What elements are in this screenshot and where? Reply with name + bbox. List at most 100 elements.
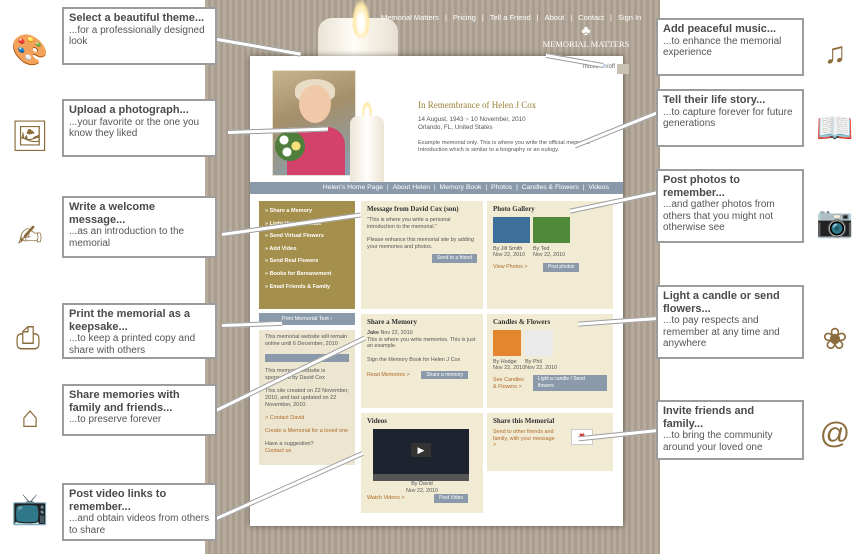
post-video-button[interactable]: Post Video <box>434 494 469 504</box>
callout-heading: Post video links to remember... <box>69 488 167 513</box>
memorial-dates: 14 August, 1943 ~ 10 November, 2010 Orla… <box>418 116 618 132</box>
nav-tell-a-friend[interactable]: Tell a Friend <box>489 13 531 22</box>
candle-flower-icon: ❀ <box>822 322 848 356</box>
sidebar-item-add-video[interactable]: » Add Video <box>265 245 297 252</box>
menu-memory-book[interactable]: Memory Book <box>439 184 482 191</box>
callout-subtext: ...and gather photos from others that yo… <box>663 199 775 233</box>
menu-sep: | <box>433 184 436 191</box>
sidebar-item-real-flowers[interactable]: » Send Real Flowers <box>265 258 319 265</box>
nav-about[interactable]: About <box>544 13 565 22</box>
callout-share: Share memories with family and friends..… <box>62 384 217 436</box>
header-candle <box>350 116 384 184</box>
memorial-location: Orlando, FL, United States <box>418 124 493 131</box>
watch-videos-link[interactable]: Watch Videos > <box>367 495 405 502</box>
message-enhance: Please enhance this memorial site by add… <box>367 237 474 250</box>
callout-invite: Invite friends and family... ...to bring… <box>656 400 804 460</box>
callout-heading: Light a candle or send flowers... <box>663 290 780 315</box>
menu-candles-flowers[interactable]: Candles & Flowers <box>521 184 579 191</box>
callout-heading: Invite friends and family... <box>663 405 755 430</box>
callout-subtext: ...and obtain videos from others to shar… <box>69 513 210 536</box>
create-memorial-link[interactable]: Create a Memorial for a loved one <box>265 428 349 434</box>
sidebar-item-virtual-flowers[interactable]: » Send Virtual Flowers <box>265 233 324 240</box>
music-off[interactable]: off <box>608 64 615 70</box>
memory-sign: Sign the Memory Book for Helen J Cox <box>367 356 461 363</box>
menu-home[interactable]: Helen's Home Page <box>322 184 384 191</box>
callout-candle: Light a candle or send flowers... ...to … <box>656 285 804 359</box>
menu-sep: | <box>485 184 488 191</box>
contact-us-link[interactable]: Contact us <box>265 448 292 454</box>
gallery-thumb-trees <box>533 216 570 243</box>
nav-sep: | <box>444 13 447 22</box>
message-box: Message from David Cox (son) "This is wh… <box>361 201 483 309</box>
extend-button[interactable] <box>265 354 349 362</box>
read-memories-link[interactable]: Read Memories > <box>367 371 410 378</box>
callout-video: Post video links to remember... ...and o… <box>62 483 217 541</box>
video-controls[interactable] <box>373 473 469 481</box>
light-candle-button[interactable]: Light a candle / Send flowers <box>532 375 607 391</box>
message-title: Message from David Cox (son) <box>367 205 459 213</box>
candles-title: Candles & Flowers <box>493 318 551 326</box>
callout-heading: Write a welcome message... <box>69 201 155 226</box>
nav-sep: | <box>481 13 484 22</box>
letter-quill-icon: ✍ <box>17 219 43 253</box>
candle-date: Nov 22, 2010 <box>493 365 526 372</box>
print-memorial-label: Print Memorial Text <box>281 316 329 322</box>
contact-david-link[interactable]: > Contact David <box>265 415 305 421</box>
candle-by: By Hodge <box>493 358 517 365</box>
music-on[interactable]: on <box>600 64 607 70</box>
memorial-matters-logo[interactable]: ♣ MEMORIAL MATTERS <box>536 25 636 51</box>
nav-memorial-matters[interactable]: Memorial Matters <box>381 13 439 22</box>
music-speaker-icon[interactable] <box>617 64 629 74</box>
share-memory-button[interactable]: Share a memory <box>421 370 469 380</box>
send-to-friends-link[interactable]: Send to other friends and family, with y… <box>493 428 555 449</box>
portrait-flowers <box>275 131 305 161</box>
play-icon[interactable]: ▶ <box>411 442 431 457</box>
video-by: By David <box>411 480 433 487</box>
gallery-thumb-city <box>493 216 530 243</box>
callout-photo: Upload a photograph... ...your favorite … <box>62 99 217 157</box>
sidebar-item-books[interactable]: » Books for Bereavement <box>265 270 332 277</box>
menu-videos[interactable]: Videos <box>588 184 609 191</box>
view-photos-link[interactable]: View Photos > <box>493 264 528 271</box>
nav-contact[interactable]: Contact <box>578 13 605 22</box>
nav-pricing[interactable]: Pricing <box>452 13 476 22</box>
callout-photos: Post photos to remember... ...and gather… <box>656 169 804 243</box>
gallery-photo-date: Nov 22, 2010 <box>533 252 566 259</box>
see-candles-link[interactable]: See Candles & Flowers > <box>493 377 524 390</box>
menu-sep: | <box>386 184 389 191</box>
sidebar-item-email[interactable]: » Email Friends & Family <box>265 283 331 290</box>
gallery-photo-by: By Jill Smith <box>493 245 523 252</box>
palette-icon: 🎨 <box>11 33 49 67</box>
send-to-friend-button[interactable]: Send to a friend <box>431 253 477 263</box>
sidebar-item-share-memory[interactable]: » Share a Memory <box>265 208 313 214</box>
flower-by: By Phil <box>525 358 542 365</box>
print-memorial-button[interactable]: Print Memorial Text › <box>259 313 355 325</box>
video-date: Nov 22, 2010 <box>405 487 439 494</box>
memorial-page: music on/off In Remembrance of Helen J C… <box>250 56 629 526</box>
menu-about[interactable]: About Helen <box>392 184 430 191</box>
memorial-portrait <box>272 70 356 176</box>
memorial-info-panel: This memorial website will remain online… <box>259 330 355 465</box>
share-memorial-box: Share this Memorial Send to other friend… <box>487 413 613 471</box>
callout-subtext: ...to preserve forever <box>69 414 162 425</box>
gallery-photo-date: Nov 22, 2010 <box>493 252 526 259</box>
menu-photos[interactable]: Photos <box>491 184 513 191</box>
video-player[interactable]: ▶ <box>373 428 469 481</box>
background-candle-flame <box>352 0 370 38</box>
television-icon: 📺 <box>11 492 49 526</box>
suggestion-label: Have a suggestion? <box>265 441 314 447</box>
nav-sign-in[interactable]: Sign In <box>617 13 642 22</box>
callout-subtext: ...to bring the community around your lo… <box>663 430 773 453</box>
site-nav: Memorial Matters|Pricing|Tell a Friend|A… <box>378 13 644 22</box>
music-toggle: music on/off <box>583 64 629 74</box>
callout-heading: Post photos to remember... <box>663 174 740 199</box>
memorial-life-dates: 14 August, 1943 ~ 10 November, 2010 <box>418 116 526 123</box>
menu-sep: | <box>582 184 585 191</box>
post-photos-button[interactable]: Post photos <box>543 263 580 272</box>
